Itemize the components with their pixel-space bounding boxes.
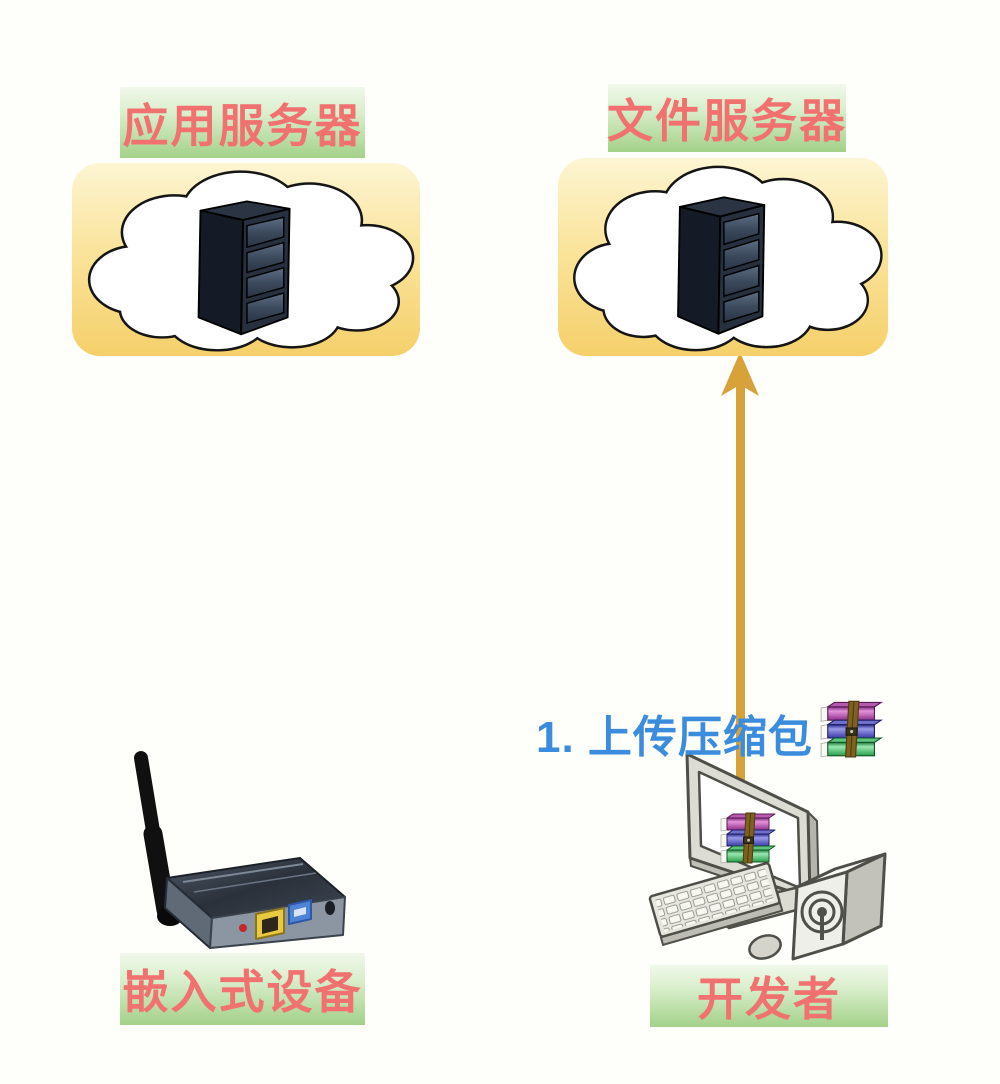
label-embedded-device: 嵌入式设备 bbox=[120, 953, 365, 1025]
usb-port bbox=[288, 899, 312, 925]
winrar-file-icon bbox=[814, 698, 886, 758]
developer-computer-icon bbox=[648, 752, 887, 961]
app-server-cloud-box bbox=[72, 163, 420, 356]
upload-step-label: 1. 上传压缩包 bbox=[536, 713, 813, 762]
file-server-cloud-box bbox=[558, 158, 888, 356]
label-file-server: 文件服务器 bbox=[607, 84, 846, 152]
device-body bbox=[164, 857, 346, 949]
app-server-cloud bbox=[72, 163, 420, 356]
status-led bbox=[239, 924, 247, 932]
power-jack bbox=[325, 901, 335, 915]
label-developer: 开发者 bbox=[650, 965, 888, 1027]
embedded-device-icon bbox=[134, 751, 346, 949]
speaker-cube bbox=[791, 852, 887, 961]
file-server-cloud bbox=[558, 158, 888, 356]
upload-arrow bbox=[721, 352, 759, 780]
label-app-server: 应用服务器 bbox=[120, 87, 365, 158]
keyboard bbox=[648, 862, 784, 947]
ethernet-port bbox=[255, 907, 285, 940]
mouse bbox=[748, 934, 782, 960]
antenna-emblem-icon bbox=[800, 890, 844, 940]
